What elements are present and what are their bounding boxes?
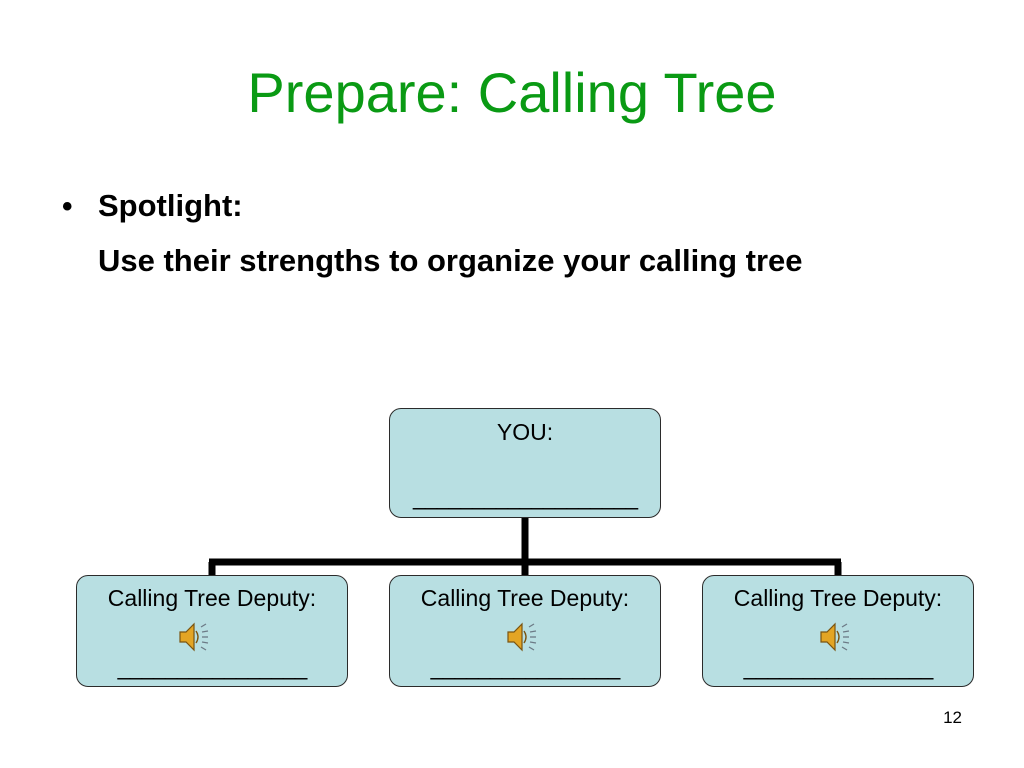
speaker-icon[interactable]	[818, 619, 850, 655]
speaker-icon[interactable]	[177, 619, 209, 655]
deputy-blank-line: ________________	[117, 654, 308, 680]
page-number: 12	[943, 708, 962, 727]
root-blank-line: ___________________	[412, 484, 638, 510]
deputy-blank-line: ________________	[743, 654, 934, 680]
speaker-icon[interactable]	[505, 619, 537, 655]
root-label: YOU:	[496, 419, 554, 445]
bullet-item: • Spotlight:	[62, 188, 962, 224]
tree-node-deputy-3: Calling Tree Deputy: ________________	[702, 575, 974, 687]
deputy-label: Calling Tree Deputy:	[733, 585, 943, 611]
deputy-blank-line: ________________	[430, 654, 621, 680]
slide-title: Prepare: Calling Tree	[247, 61, 777, 124]
tree-node-deputy-1: Calling Tree Deputy: ________________	[76, 575, 348, 687]
tree-node-root: YOU: ___________________	[389, 408, 661, 518]
tree-node-deputy-2: Calling Tree Deputy: ________________	[389, 575, 661, 687]
bullet-list: • Spotlight: Use their strengths to orga…	[62, 188, 962, 285]
bullet-body: Use their strengths to organize your cal…	[98, 243, 803, 278]
deputy-label: Calling Tree Deputy:	[107, 585, 317, 611]
bullet-symbol: •	[62, 190, 73, 223]
deputy-label: Calling Tree Deputy:	[420, 585, 630, 611]
bullet-heading: Spotlight:	[98, 188, 243, 223]
